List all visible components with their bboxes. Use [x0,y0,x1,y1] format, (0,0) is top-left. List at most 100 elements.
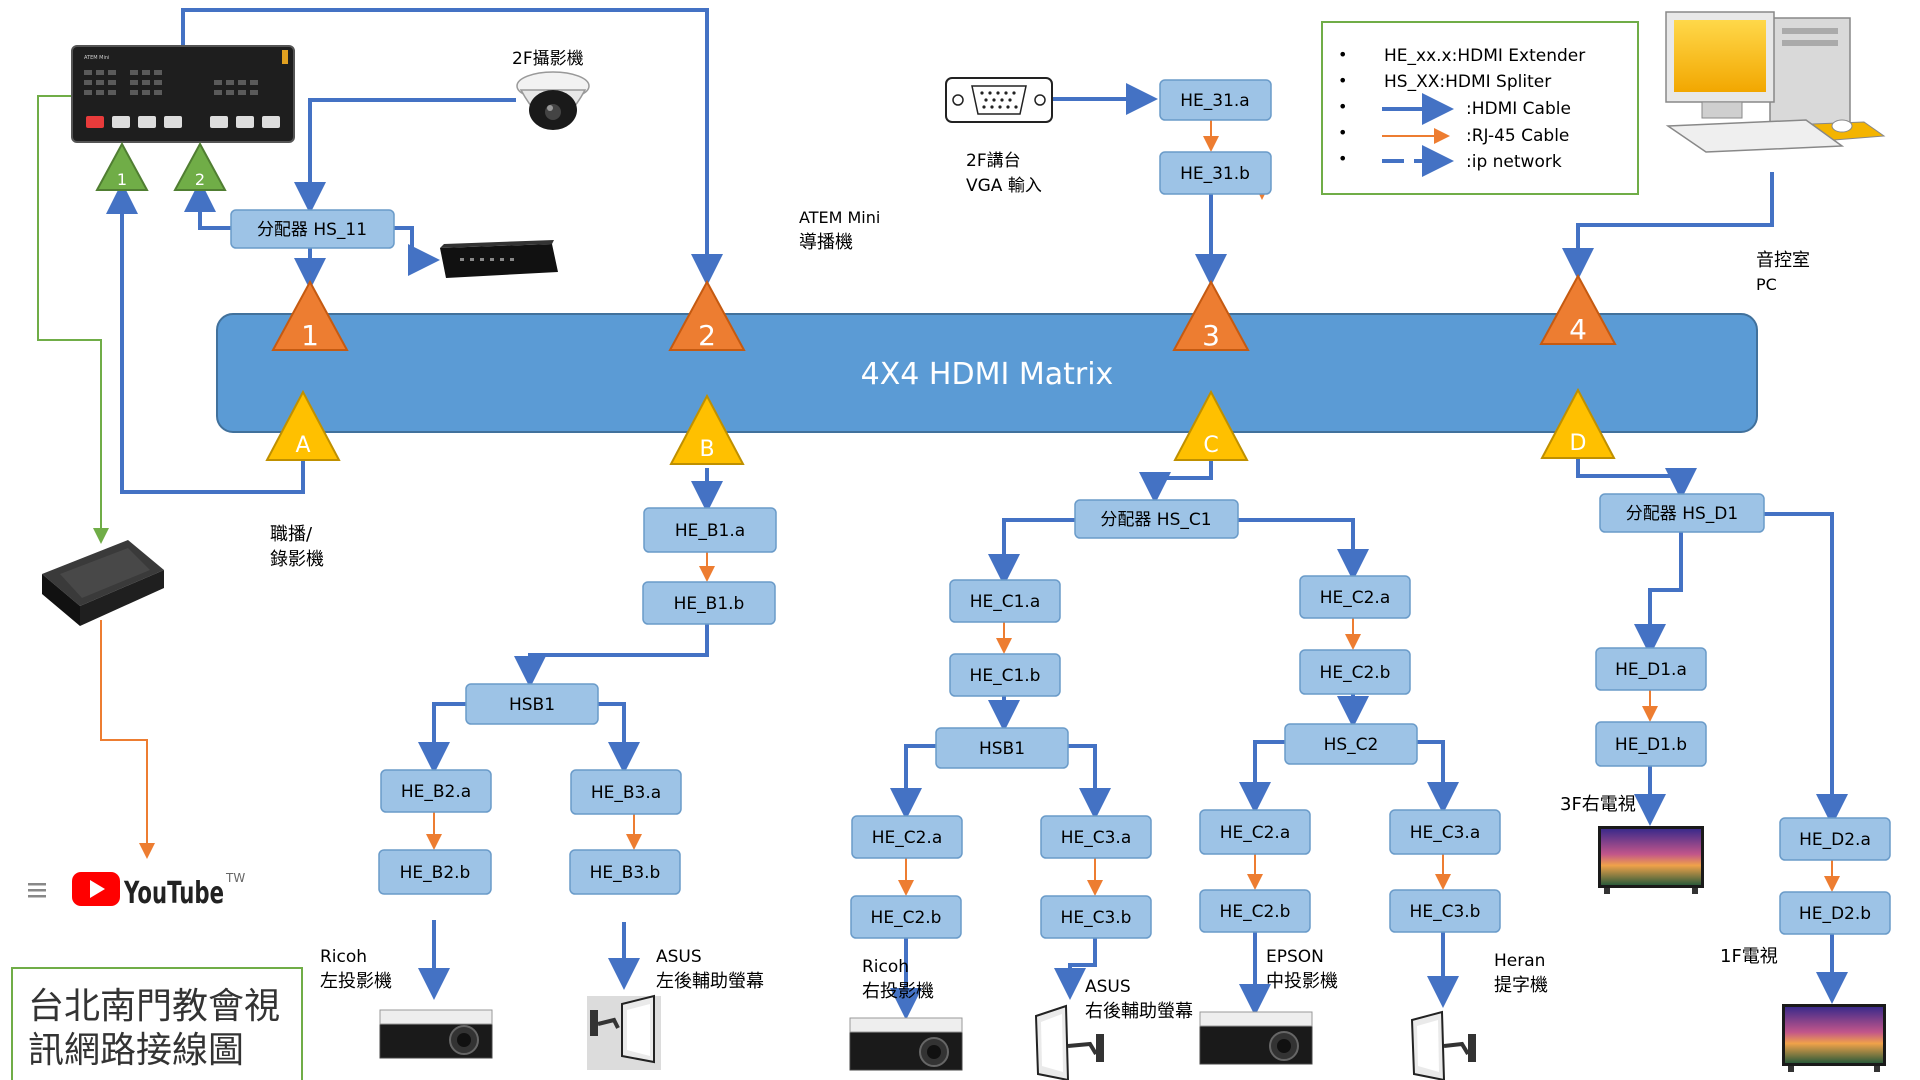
asus-left-label-1: ASUS [656,947,702,967]
legend-item-extender: HE_xx.x:HDMI Extender [1384,46,1585,66]
atem-director-label-2: 導播機 [799,232,853,253]
pc-icon [1665,11,1886,153]
camera-label: 2F攝影機 [512,49,584,69]
line-hsb1mid-hec2al [890,744,936,820]
stream-label-1: 職播/ [270,524,313,545]
line-hs11-to-recorder [394,226,440,276]
line-hsc1-hec1a [988,518,1075,586]
node-he-c2b-top: HE_C2.b [1299,649,1411,695]
connections [37,8,1848,1020]
matrix-input-3-label: 3 [1202,319,1220,352]
legend-bullet-2: • [1338,71,1347,90]
line-outA-to-atem1 [106,182,305,494]
node-he-c2b-left-label: HE_C2.b [871,908,942,928]
legend-bullet-1: • [1338,45,1347,64]
matrix-input-1: 1 [271,279,349,352]
node-he-c2a-right-label: HE_C2.a [1220,823,1291,843]
node-he-b2b: HE_B2.b [378,849,492,895]
node-hs-d1-label: 分配器 HS_D1 [1626,504,1738,524]
line-atem-to-in2 [181,8,723,286]
matrix-output-B: B [669,393,745,465]
line-hec3bl-asus [1054,938,1097,1000]
youtube-wordmark: YouTube [123,876,224,911]
node-hs-11: 分配器 HS_11 [230,209,395,249]
line-hsb1mid-hec3al [1067,744,1111,820]
node-he-c3a-right: HE_C3.a [1389,809,1501,855]
title-line-2: 訊網路接線圖 [28,1030,244,1071]
node-he-b3a-label: HE_B3.a [591,783,661,803]
ricoh-right-label-2: 右投影機 [862,981,934,1002]
atem-input-2: 2 [173,141,227,191]
asus-left-label-2: 左後輔助螢幕 [656,971,764,992]
matrix-input-4-label: 4 [1569,313,1587,346]
ricoh-right-label-1: Ricoh [862,957,909,977]
legend-item-splitter: HS_XX:HDMI Spliter [1384,72,1551,92]
legend-item-hdmi: :HDMI Cable [1466,99,1571,119]
node-he-d1b-label: HE_D1.b [1615,735,1687,755]
node-he-d2b-label: HE_D2.b [1799,904,1871,924]
atem-director-label-1: ATEM Mini [799,208,880,227]
node-he-c3b-left: HE_C3.b [1040,895,1152,939]
line-atem-to-box [37,95,109,544]
node-he-b3a: HE_B3.a [570,769,682,815]
matrix-output-A: A [265,389,341,461]
atem-input-1: 1 [95,141,149,191]
node-hsb1-left: HSB1 [465,683,599,725]
node-he-d1a: HE_D1.a [1595,647,1707,691]
matrix-output-D: D [1540,387,1616,459]
node-he-c3b-left-label: HE_C3.b [1061,908,1132,928]
atem-mini-device: ATEM Mini [71,45,295,143]
line-outD-to-hsd1 [1576,456,1697,500]
node-he-c3a-left-label: HE_C3.a [1061,828,1132,848]
node-he-c2b-left: HE_C2.b [850,895,962,939]
streaming-box-icon [42,540,164,626]
asus-right-label-1: ASUS [1085,977,1131,997]
line-hsc2-hec3ar [1416,740,1459,814]
epson-label-1: EPSON [1266,947,1324,967]
monitor-arm-icon-left [587,994,661,1070]
atem-input-1-label: 1 [117,170,127,189]
projector-icon-left [379,1009,493,1059]
recorder-icon [440,240,558,278]
node-he-c3a-left: HE_C3.a [1040,815,1152,859]
node-he-b1a: HE_B1.a [643,507,777,553]
monitor-arm-icon-right [1034,1004,1104,1080]
line-hsb1-heb2a [418,702,466,774]
line-hsd1-hed1a [1634,532,1683,656]
asus-right-label-2: 右後輔助螢幕 [1085,1001,1193,1022]
node-he-c2a-top-label: HE_C2.a [1320,588,1391,608]
matrix-output-B-label: B [699,437,714,462]
node-he-c2a-left-label: HE_C2.a [872,828,943,848]
monitor-arm-icon-heran [1410,1010,1476,1080]
node-he-c1b: HE_C1.b [949,653,1061,697]
vga-label-1: 2F講台 [966,151,1021,171]
node-hsb1-left-label: HSB1 [509,695,555,715]
line-heb1b-hsb1 [514,624,709,688]
node-hs-d1: 分配器 HS_D1 [1599,493,1765,533]
tv-icon-1f [1782,1004,1886,1072]
node-hs-c2: HS_C2 [1284,723,1418,765]
epson-label-2: 中投影機 [1266,971,1338,992]
matrix-body [216,313,1758,433]
atem-input-2-label: 2 [195,170,205,189]
projector-icon-right [849,1017,963,1071]
youtube-logo: YouTube TW [28,871,245,911]
node-he-d2b: HE_D2.b [1779,891,1891,935]
node-he-c1a-label: HE_C1.a [970,592,1041,612]
matrix-input-3: 3 [1172,279,1250,352]
node-he-31b: HE_31.b [1159,151,1272,195]
line-hsd1-hed2a [1764,512,1848,826]
node-he-c1a: HE_C1.a [949,579,1061,623]
node-he-b1b-label: HE_B1.b [674,594,745,614]
legend-bullet-4: • [1338,123,1347,142]
node-he-c2b-top-label: HE_C2.b [1320,663,1391,683]
matrix-label: 4X4 HDMI Matrix [861,357,1114,392]
matrix-output-A-label: A [295,433,310,458]
tv-icon-3f [1598,826,1704,894]
node-he-d2a: HE_D2.a [1779,817,1891,861]
line-hsc1-hec2a-top [1238,518,1369,581]
matrix-input-2-label: 2 [698,319,716,352]
legend-bullet-5: • [1338,149,1347,168]
matrix-input-2: 2 [668,279,746,352]
node-he-b2a: HE_B2.a [380,769,492,813]
